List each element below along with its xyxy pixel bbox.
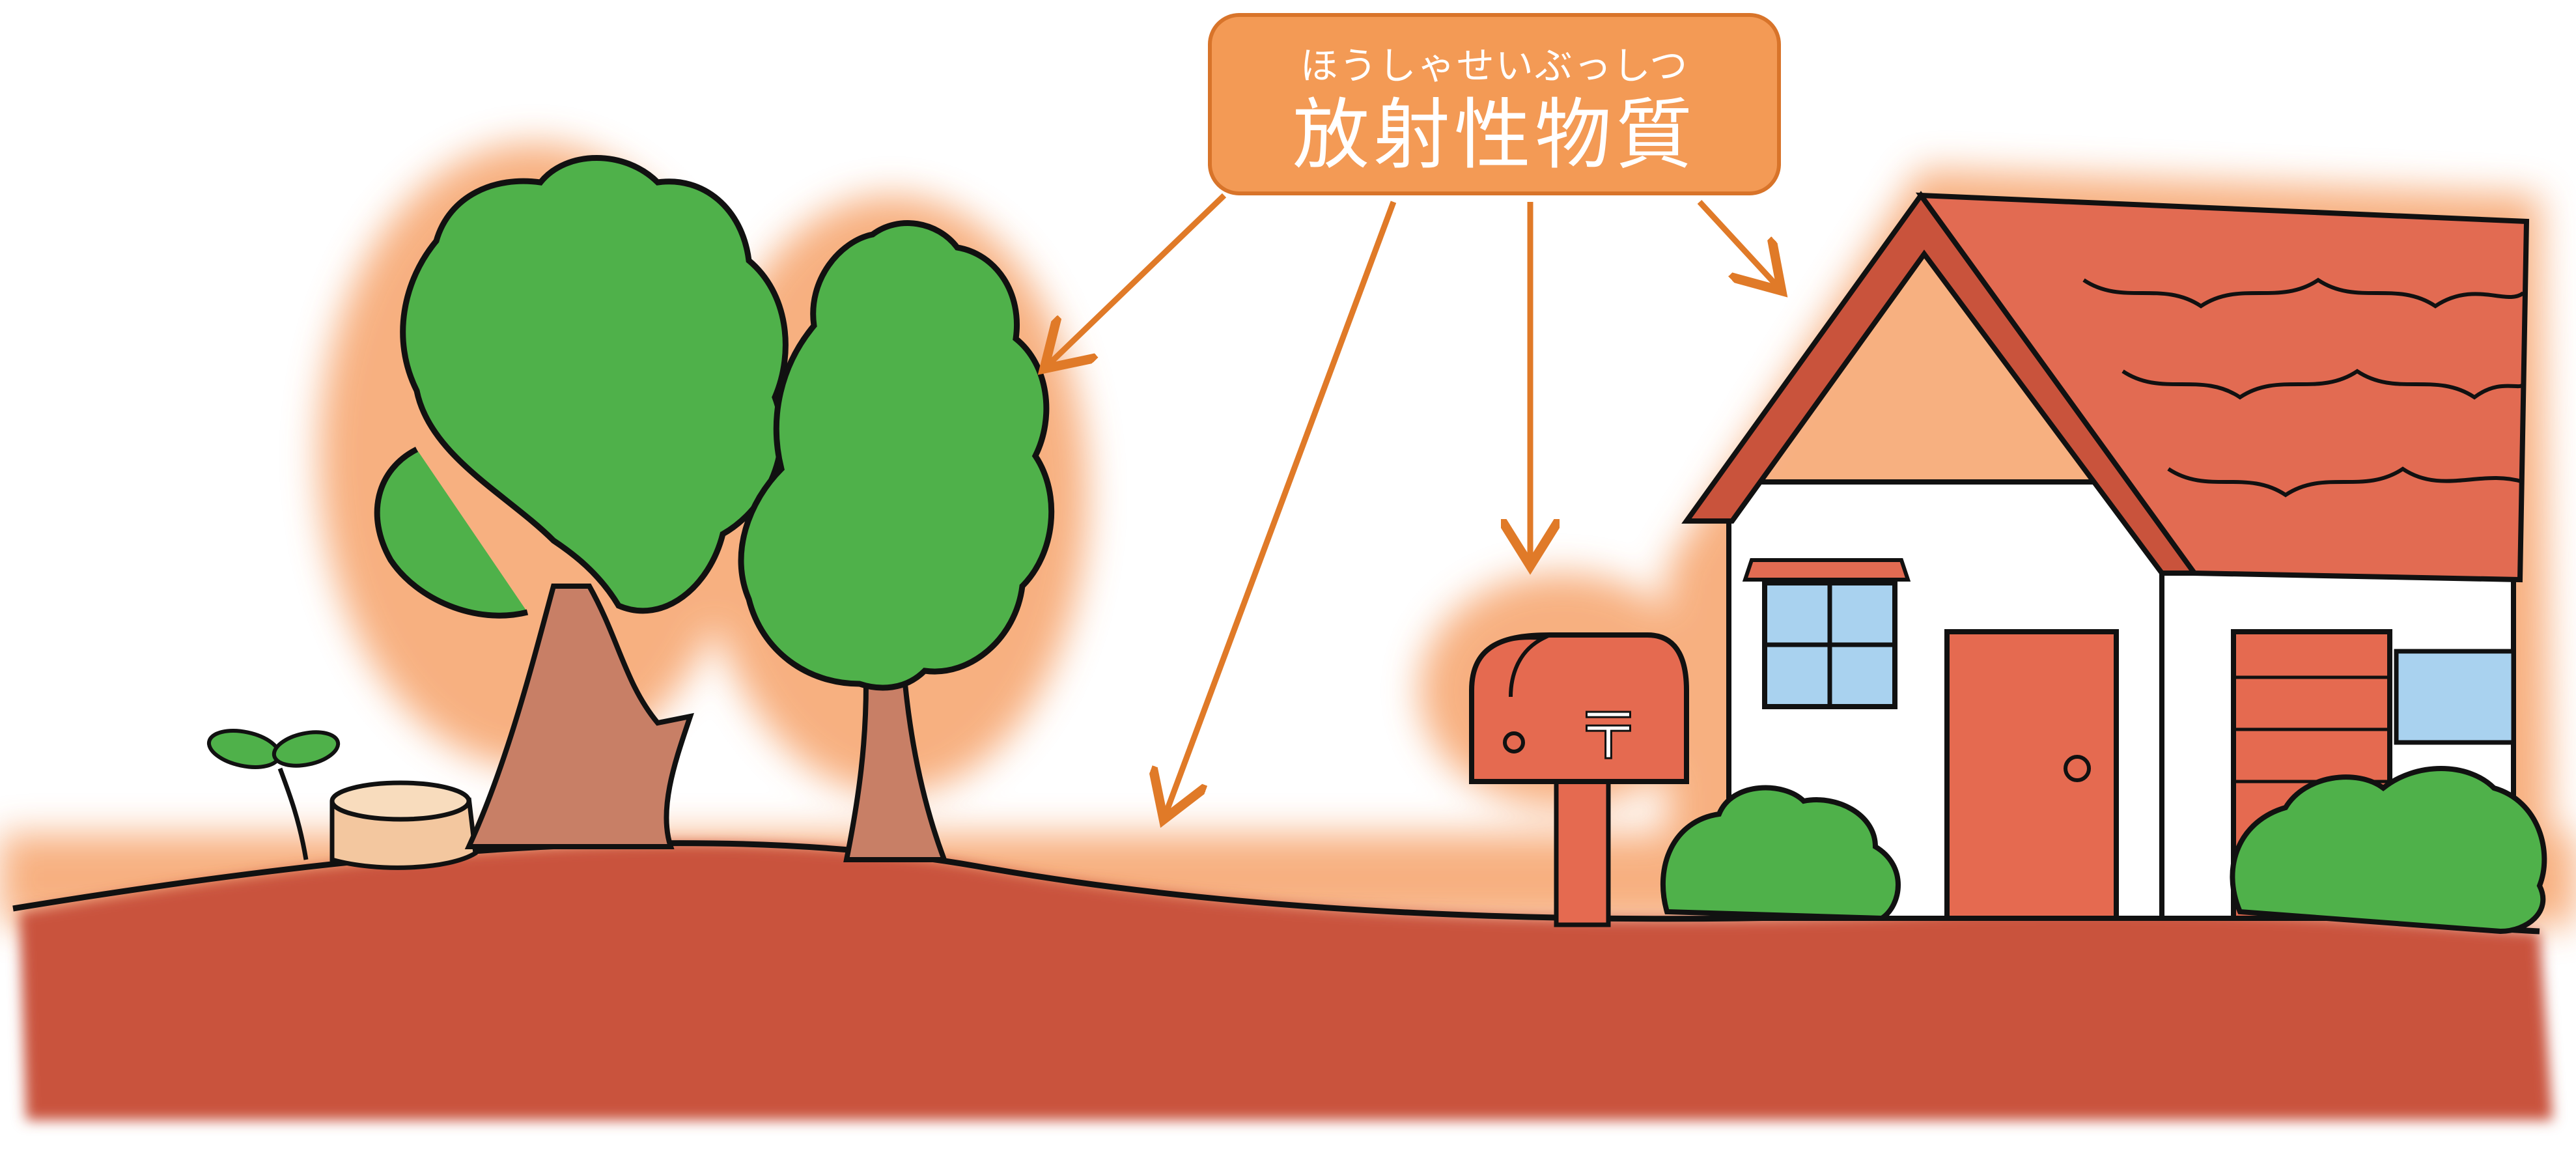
sprout-icon xyxy=(206,729,341,860)
label-text: 放射性物質 xyxy=(1292,90,1696,180)
label-furigana: ほうしゃせいぶっしつ xyxy=(1300,44,1689,88)
tree-icon xyxy=(374,155,789,849)
tree-icon xyxy=(738,220,1055,862)
bush-icon xyxy=(2230,766,2547,935)
postal-mark: 〒 xyxy=(1576,698,1641,774)
arrow-to-house xyxy=(1697,199,1778,287)
arrow-to-ground xyxy=(1166,201,1397,814)
radioactive-material-label: ほうしゃせいぶっしつ 放射性物質 xyxy=(1208,13,1781,195)
arrow-icon xyxy=(1048,193,1778,814)
stump-icon xyxy=(329,780,478,870)
mailbox-icon: 〒 xyxy=(1469,632,1689,927)
arrow-to-trees xyxy=(1048,193,1227,365)
bush-icon xyxy=(1660,785,1901,922)
